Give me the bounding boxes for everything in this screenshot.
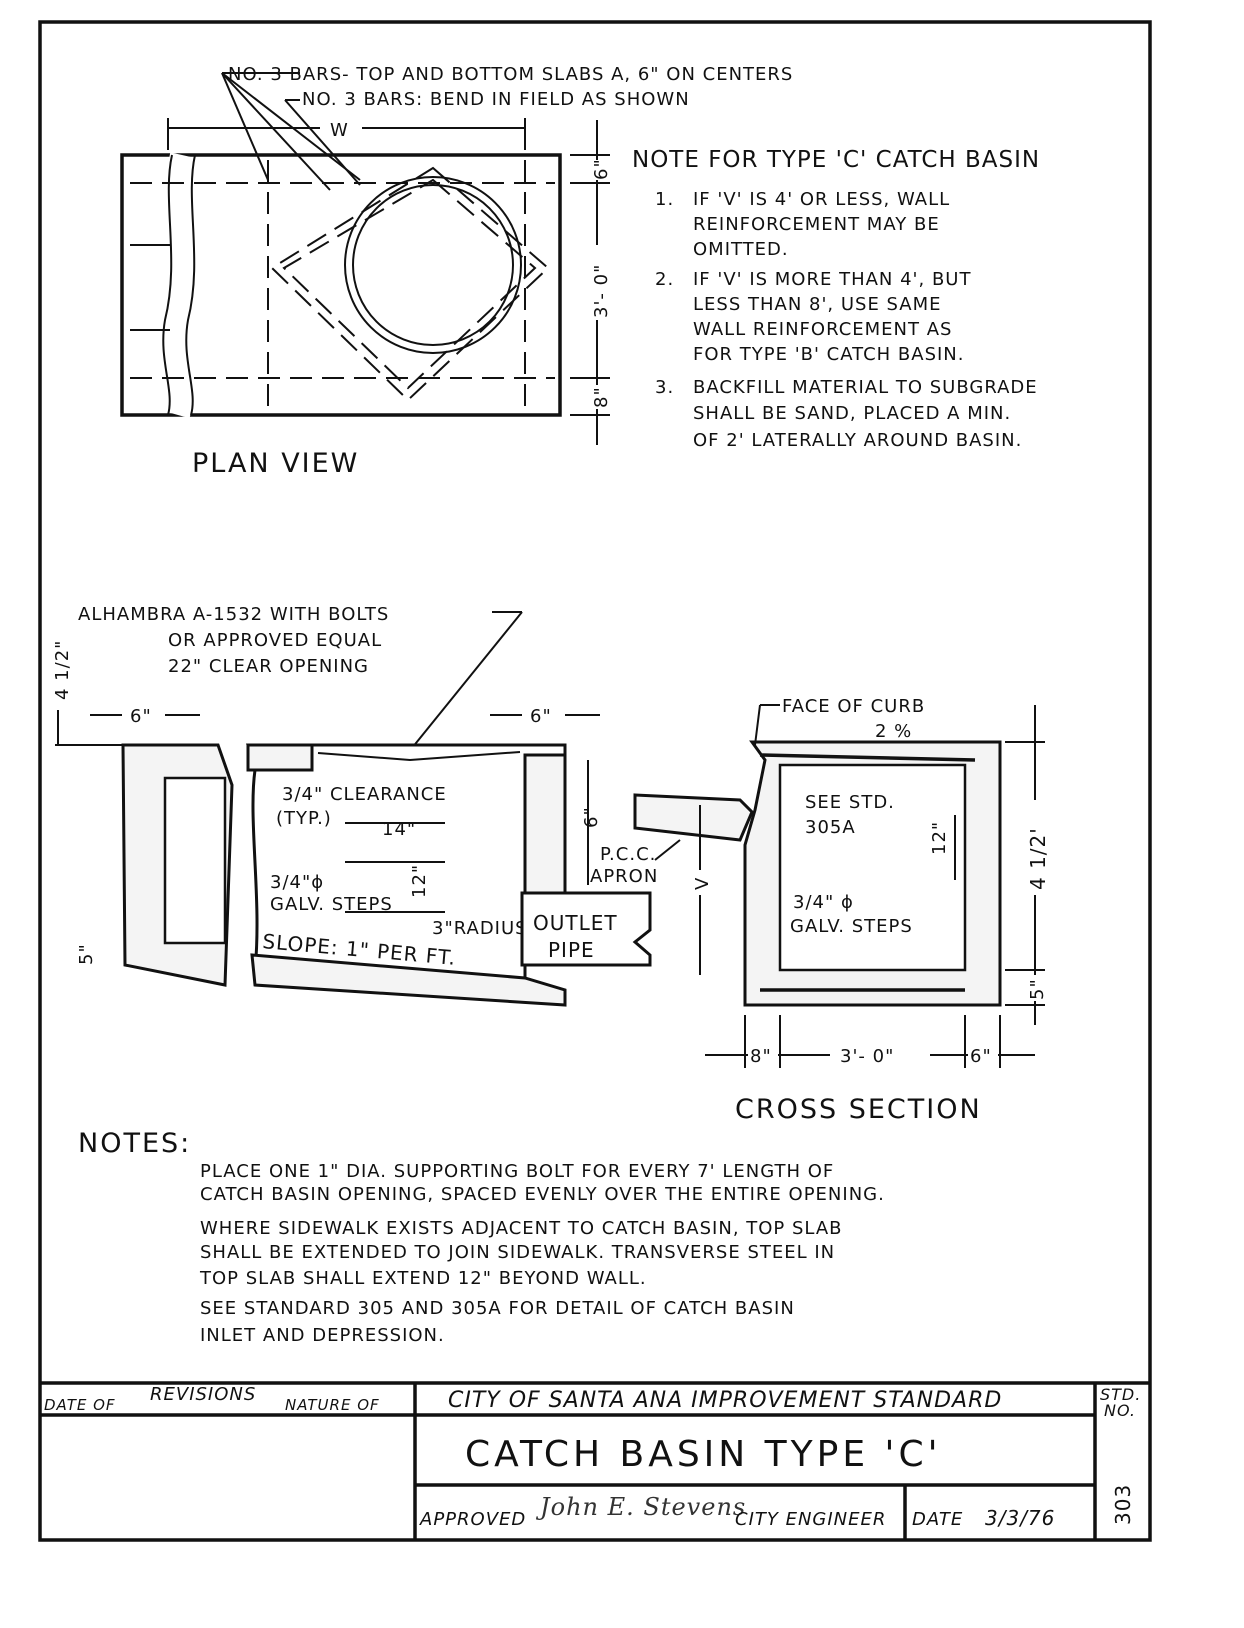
steps-label: GALV. STEPS	[270, 894, 393, 915]
note-2-line: IF 'V' IS MORE THAN 4', BUT	[693, 269, 971, 290]
apron-label: P.C.C.	[600, 844, 656, 865]
apron-label: APRON	[590, 866, 658, 887]
dim-5-left: 5"	[76, 943, 97, 965]
steps-label: 3/4"ϕ	[270, 872, 324, 893]
basin-body	[246, 743, 567, 987]
engineer-signature: John E. Stevens	[535, 1493, 746, 1521]
dim-6-apron: 6"	[581, 806, 602, 828]
outlet-label: PIPE	[548, 938, 595, 962]
see-std-label: SEE STD.	[805, 792, 895, 813]
std-no-label: NO.	[1104, 1401, 1136, 1420]
general-notes: NOTES: PLACE ONE 1" DIA. SUPPORTING BOLT…	[78, 1128, 885, 1346]
dim-12-cs: 12"	[929, 821, 950, 855]
dim-w: W	[330, 120, 349, 141]
notes-heading: NOTES:	[78, 1128, 191, 1159]
pcc-apron	[633, 793, 754, 842]
bottom-slab	[250, 953, 567, 1007]
note-2-num: 2.	[655, 269, 674, 290]
date-label: DATE	[912, 1509, 963, 1530]
dim-6-left: 6"	[130, 706, 152, 727]
note-3-line: OF 2' LATERALLY AROUND BASIN.	[693, 430, 1022, 451]
outlet-pipe	[520, 891, 652, 967]
type-c-note: NOTE FOR TYPE 'C' CATCH BASIN 1. IF 'V' …	[632, 147, 1040, 451]
dim-6-cs: 6"	[970, 1046, 992, 1067]
break-line	[162, 154, 196, 416]
dim-6: 6"	[591, 158, 612, 180]
cross-section: FACE OF CURB 2 % SEE STD. 305A 12" 3/4" …	[705, 696, 1050, 1125]
inlet-circle-outer	[344, 176, 522, 354]
inlet-circle-inner	[352, 184, 514, 346]
outlet-label: OUTLET	[533, 911, 618, 935]
grate-callout: ALHAMBRA A-1532 WITH BOLTS	[78, 604, 389, 625]
note-2-line: FOR TYPE 'B' CATCH BASIN.	[693, 344, 965, 365]
dim-8-cs: 8"	[750, 1046, 772, 1067]
dim-4-5-cs: 4 1/2'	[1026, 827, 1050, 890]
grate	[317, 751, 521, 762]
grate-callout: OR APPROVED EQUAL	[168, 630, 382, 651]
agency-name: CITY OF SANTA ANA IMPROVEMENT STANDARD	[448, 1388, 1002, 1413]
revisions-date-header: DATE OF	[44, 1396, 116, 1414]
plan-view: NO. 3 BARS- TOP AND BOTTOM SLABS A, 6" O…	[120, 64, 793, 479]
drawing-title: CATCH BASIN TYPE 'C'	[465, 1434, 941, 1475]
dim-3ft-cs: 3'- 0"	[840, 1046, 894, 1067]
grate-callout: 22" CLEAR OPENING	[168, 656, 369, 677]
clearance-label: (TYP.)	[276, 808, 332, 829]
radius-label: 3"RADIUS	[432, 918, 528, 939]
note-heading: NOTE FOR TYPE 'C' CATCH BASIN	[632, 147, 1040, 173]
note-1-num: 1.	[655, 189, 674, 210]
slope-2pct: 2 %	[875, 721, 912, 742]
dim-14: 14"	[382, 819, 416, 840]
note-2-line: WALL REINFORCEMENT AS	[693, 319, 952, 340]
note-line: PLACE ONE 1" DIA. SUPPORTING BOLT FOR EV…	[200, 1161, 834, 1182]
callout-bars-bend: NO. 3 BARS: BEND IN FIELD AS SHOWN	[302, 89, 690, 110]
dim-5-cs: 5"	[1027, 978, 1048, 1000]
right-wall	[523, 753, 567, 897]
note-line: WHERE SIDEWALK EXISTS ADJACENT TO CATCH …	[200, 1218, 843, 1239]
std-no-label: STD.	[1100, 1385, 1141, 1404]
note-3-line: SHALL BE SAND, PLACED A MIN.	[693, 403, 1011, 424]
longitudinal-section: ALHAMBRA A-1532 WITH BOLTS OR APPROVED E…	[52, 604, 754, 1007]
approval-date: 3/3/76	[985, 1506, 1055, 1530]
dim-3ft: 3'- 0"	[591, 264, 612, 318]
note-1-line: IF 'V' IS 4' OR LESS, WALL	[693, 189, 950, 210]
dim-v: V	[692, 877, 713, 890]
city-engineer-label: CITY ENGINEER	[735, 1509, 886, 1530]
steps-label-cs: GALV. STEPS	[790, 916, 913, 937]
plan-view-title: PLAN VIEW	[192, 448, 359, 479]
sheet-border	[38, 20, 1152, 1542]
clearance-label: 3/4" CLEARANCE	[282, 784, 447, 805]
note-line: TOP SLAB SHALL EXTEND 12" BEYOND WALL.	[199, 1268, 647, 1289]
revisions-nature-header: NATURE OF	[285, 1396, 380, 1414]
plan-outline	[120, 153, 562, 417]
note-line: CATCH BASIN OPENING, SPACED EVENLY OVER …	[200, 1184, 885, 1205]
note-line: SHALL BE EXTENDED TO JOIN SIDEWALK. TRAN…	[200, 1242, 835, 1263]
dim-6-right: 6"	[530, 706, 552, 727]
revisions-header: REVISIONS	[150, 1384, 256, 1405]
note-3-num: 3.	[655, 377, 674, 398]
see-std-label: 305A	[805, 817, 856, 838]
dim-4-5: 4 1/2"	[52, 640, 73, 700]
note-1-line: OMITTED.	[693, 239, 789, 260]
note-line: INLET AND DEPRESSION.	[200, 1325, 445, 1346]
note-2-line: LESS THAN 8', USE SAME	[693, 294, 942, 315]
dim-12: 12"	[409, 864, 430, 898]
bend-bars	[270, 166, 550, 402]
std-number: 303	[1111, 1484, 1135, 1525]
note-3-line: BACKFILL MATERIAL TO SUBGRADE	[693, 377, 1038, 398]
title-block: DATE OF REVISIONS NATURE OF CITY OF SANT…	[40, 1381, 1150, 1540]
steps-label-cs: 3/4" ϕ	[793, 892, 854, 913]
callout-bars-slabs: NO. 3 BARS- TOP AND BOTTOM SLABS A, 6" O…	[228, 64, 793, 85]
note-line: SEE STANDARD 305 AND 305A FOR DETAIL OF …	[200, 1298, 795, 1319]
dim-8: 8"	[591, 386, 612, 408]
note-1-line: REINFORCEMENT MAY BE	[693, 214, 940, 235]
face-of-curb-label: FACE OF CURB	[782, 696, 925, 717]
cross-section-title: CROSS SECTION	[735, 1094, 982, 1125]
approved-label: APPROVED	[419, 1509, 526, 1530]
